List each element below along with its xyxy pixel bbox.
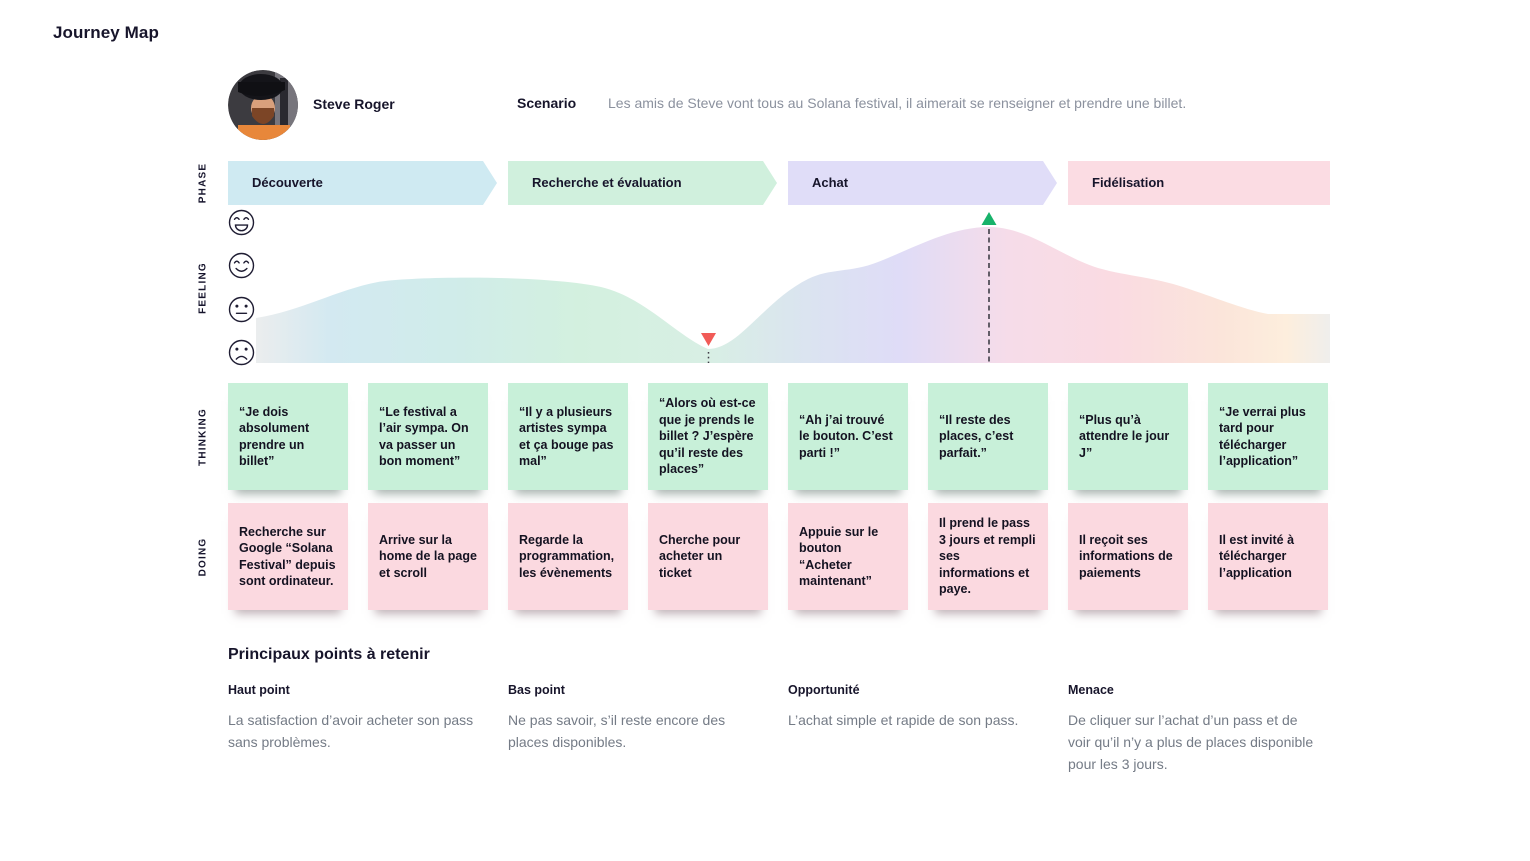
doing-note: Regarde la programmation, les évènements [508, 503, 628, 610]
takeaway-text: Ne pas savoir, s’il reste encore des pla… [508, 712, 726, 750]
thinking-note-text: “Je dois absolument prendre un billet” [239, 404, 310, 469]
doing-note: Recherche sur Google “Solana Festival” d… [228, 503, 348, 610]
persona-name: Steve Roger [313, 96, 395, 112]
thinking-note: “Je dois absolument prendre un billet” [228, 383, 348, 490]
doing-note-text: Il prend le pass 3 jours et rempli ses i… [939, 516, 1036, 597]
thinking-note: “Je verrai plus tard pour télécharger l’… [1208, 383, 1328, 490]
phase-fidelisation: Fidélisation [1068, 161, 1330, 205]
thinking-note: “Alors où est-ce que je prends le billet… [648, 383, 768, 490]
grin-emoji-icon [228, 209, 255, 236]
takeaway-label: Menace [1068, 683, 1114, 697]
avatar [228, 70, 298, 140]
doing-note-text: Il est invité à télécharger l’applicatio… [1219, 532, 1295, 580]
doing-note-text: Il reçoit ses informations de paiements [1079, 532, 1173, 580]
thinking-note-text: “Plus qu’à attendre le jour J” [1079, 412, 1170, 460]
takeaway-label: Bas point [508, 683, 565, 697]
thinking-note-text: “Le festival a l’air sympa. On va passer… [379, 404, 469, 469]
takeaway-menace: Menace De cliquer sur l’achat d’un pass … [1068, 683, 1320, 775]
low-point-marker [701, 333, 716, 346]
thinking-note: “Ah j’ai trouvé le bouton. C’est parti !… [788, 383, 908, 490]
feeling-curve [256, 212, 1330, 363]
scenario-label: Scenario [517, 95, 577, 111]
feeling-curve-area [256, 227, 1330, 363]
thinking-note-text: “Il y a plusieurs artistes sympa et ça b… [519, 404, 614, 469]
takeaway-bas-point: Bas point Ne pas savoir, s’il reste enco… [508, 683, 760, 753]
thinking-note-text: “Il reste des places, c’est parfait.” [939, 412, 1014, 460]
thinking-note: “Il y a plusieurs artistes sympa et ça b… [508, 383, 628, 490]
doing-note-text: Regarde la programmation, les évènements [519, 532, 615, 580]
thinking-note: “Plus qu’à attendre le jour J” [1068, 383, 1188, 490]
phase-achat: Achat [788, 161, 1057, 205]
takeaway-label: Haut point [228, 683, 290, 697]
doing-note: Cherche pour acheter un ticket [648, 503, 768, 610]
doing-note-text: Cherche pour acheter un ticket [659, 532, 741, 580]
doing-note: Il prend le pass 3 jours et rempli ses i… [928, 503, 1048, 610]
high-point-marker [981, 212, 997, 225]
neutral-emoji-icon [228, 296, 255, 323]
thinking-note: “Il reste des places, c’est parfait.” [928, 383, 1048, 490]
page-title: Journey Map [53, 23, 159, 42]
takeaways-title: Principaux points à retenir [228, 646, 430, 663]
takeaway-haut-point: Haut point La satisfaction d’avoir achet… [228, 683, 480, 753]
doing-note: Il est invité à télécharger l’applicatio… [1208, 503, 1328, 610]
takeaway-text: L’achat simple et rapide de son pass. [788, 712, 1019, 728]
doing-note-text: Appuie sur le bouton “Acheter maintenant… [799, 524, 879, 589]
thinking-note-text: “Ah j’ai trouvé le bouton. C’est parti !… [799, 412, 893, 460]
takeaway-text: La satisfaction d’avoir acheter son pass… [228, 712, 474, 750]
doing-note: Il reçoit ses informations de paiements [1068, 503, 1188, 610]
phase-decouverte: Découverte [228, 161, 497, 205]
doing-note-text: Recherche sur Google “Solana Festival” d… [239, 524, 336, 589]
thinking-note: “Le festival a l’air sympa. On va passer… [368, 383, 488, 490]
scenario-text: Les amis de Steve vont tous au Solana fe… [608, 95, 1187, 111]
phase-recherche-et-evaluation: Recherche et évaluation [508, 161, 777, 205]
smile-emoji-icon [228, 252, 255, 279]
takeaway-text: De cliquer sur l’achat d’un pass et de v… [1068, 712, 1314, 772]
sad-emoji-icon [228, 339, 255, 366]
avatar-photo-icon [228, 70, 298, 140]
takeaway-label: Opportunité [788, 683, 860, 697]
takeaway-opportunite: Opportunité L’achat simple et rapide de … [788, 683, 1040, 731]
row-label-thinking: THINKING [197, 408, 209, 466]
doing-note: Appuie sur le bouton “Acheter maintenant… [788, 503, 908, 610]
row-label-phase: PHASE [197, 162, 209, 204]
thinking-note-text: “Alors où est-ce que je prends le billet… [659, 396, 756, 477]
doing-note: Arrive sur la home de la page et scroll [368, 503, 488, 610]
thinking-note-text: “Je verrai plus tard pour télécharger l’… [1219, 404, 1306, 469]
row-label-feeling: FEELING [197, 262, 209, 314]
row-label-doing: DOING [197, 537, 209, 577]
doing-note-text: Arrive sur la home de la page et scroll [379, 532, 477, 580]
